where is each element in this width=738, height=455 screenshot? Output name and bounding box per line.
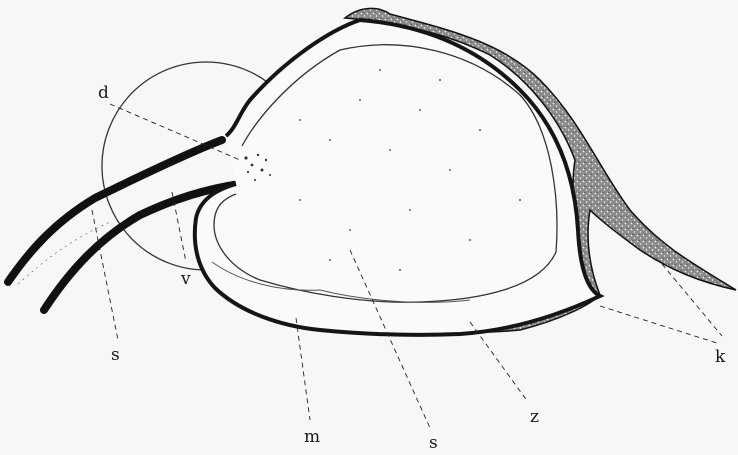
leader-d — [110, 104, 240, 160]
outer-membrane — [195, 20, 600, 335]
leader-m — [296, 318, 310, 420]
label-d: d — [98, 83, 109, 103]
leader-k-lower — [600, 306, 720, 344]
label-k: k — [715, 347, 726, 367]
label-z: z — [530, 407, 539, 427]
label-v: v — [180, 269, 191, 289]
label-s-center: s — [429, 433, 438, 453]
label-m: m — [304, 427, 320, 447]
label-s-left: s — [111, 345, 120, 365]
